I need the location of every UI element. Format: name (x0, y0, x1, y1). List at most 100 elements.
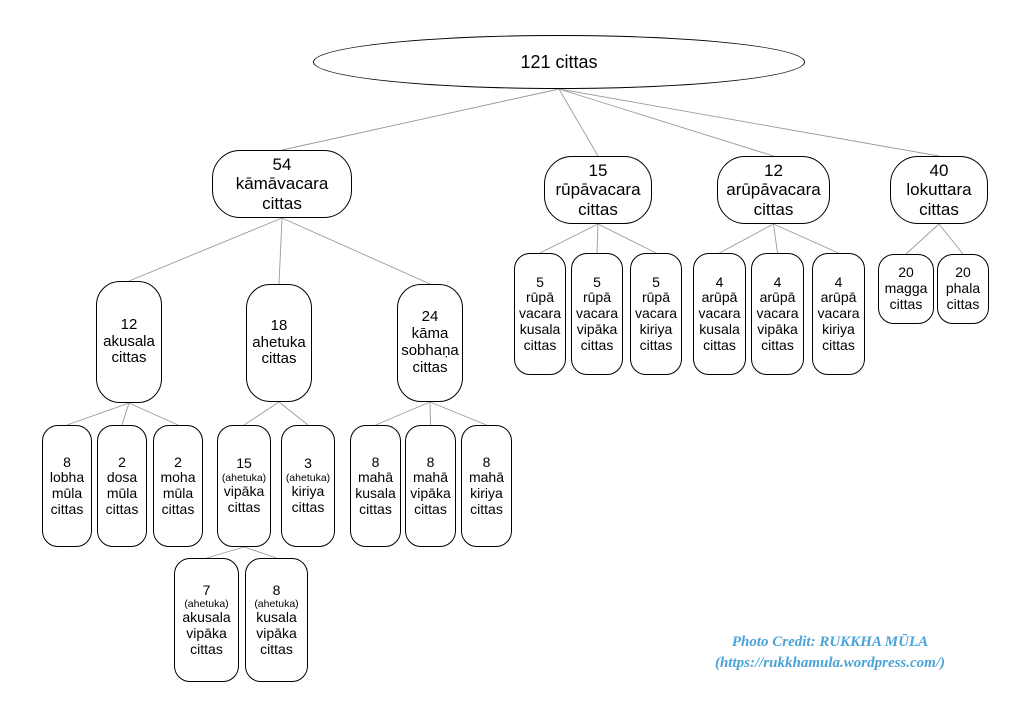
node-kama-line: cittas (262, 193, 302, 213)
node-moha-line: cittas (161, 500, 195, 517)
node-kuvip-line: cittas (260, 640, 293, 657)
node-rkus-line: vacara (518, 305, 562, 322)
connector-sobh-mkir (429, 401, 487, 426)
node-mkus-line: kusala (355, 485, 396, 501)
node-rvip-line: vipāka (576, 320, 618, 337)
node-akvip-line: cittas (190, 640, 223, 657)
connector-root-rupa (558, 88, 599, 157)
node-avip-line: cittas (761, 336, 794, 353)
node-dosa-line: cittas (105, 500, 139, 517)
connector-sobh-mvip (429, 401, 431, 426)
node-mvip-line: cittas (414, 500, 447, 517)
node-ahkir-line: 3 (304, 455, 312, 472)
node-moha-line: 2 (174, 453, 182, 470)
node-rkus-line: 5 (536, 273, 544, 290)
connector-akus-lobha (66, 402, 130, 426)
node-mkir-line: cittas (470, 500, 503, 517)
node-mvip-line: vipāka (410, 485, 451, 501)
node-avip-line: arūpā (759, 289, 796, 306)
node-kama-line: 54 (272, 155, 292, 175)
node-phala-line: cittas (946, 295, 980, 312)
node-ahkir-line: kiriya (291, 483, 325, 500)
node-ahet-line: 18 (270, 316, 288, 334)
node-ahvip-line: vipāka (223, 483, 265, 500)
node-rkir-line: kiriya (639, 320, 673, 337)
node-akus2-line: cittas (703, 336, 736, 353)
node-akir-line: cittas (822, 336, 855, 353)
node-mkus-line: cittas (359, 500, 392, 517)
node-akvip-line: vipāka (186, 625, 227, 642)
node-akus-line: cittas (111, 349, 147, 367)
node-akus2-line: arūpā (701, 289, 738, 306)
connector-arupa-akir (773, 223, 839, 254)
node-rkir-line: rūpā (641, 289, 671, 306)
photo-credit-url: (https://rukkhamula.wordpress.com/) (714, 655, 946, 671)
node-kuvip-line: vipāka (256, 625, 297, 642)
connector-ahet-ahkir (278, 401, 309, 426)
node-phala-line: 20 (955, 264, 971, 281)
node-rkus-line: kusala (519, 320, 561, 337)
node-kuvip-line: 8 (272, 581, 281, 598)
node-sobh-line: 24 (421, 308, 439, 326)
node-mvip-line: mahā (412, 469, 449, 486)
node-dosa-line: dosa (106, 469, 138, 486)
node-akvip-line: (ahetuka) (184, 598, 229, 611)
photo-credit: Photo Credit: RUKKHA MŪLA (https://rukkh… (660, 632, 1000, 674)
node-magga-line: 20 (898, 264, 914, 281)
node-rkir-line: 5 (652, 273, 660, 290)
node-akus2-line: kusala (699, 320, 740, 337)
connector-ahvip-akvip (206, 546, 245, 559)
node-lobha-line: mūla (51, 485, 83, 501)
node-rupa-line: rūpāvacara (555, 180, 641, 200)
node-akus-line: akusala (103, 332, 155, 350)
connector-ahet-ahvip (243, 401, 280, 426)
node-rkus-line: cittas (523, 336, 557, 353)
connector-rupa-rvip (596, 223, 599, 254)
node-kuvip-line: kusala (256, 609, 297, 626)
node-root: 121 cittas (313, 35, 805, 89)
node-rupa-line: 15 (588, 161, 608, 181)
node-mkir-line: 8 (482, 453, 491, 470)
node-root-line: 121 cittas (520, 51, 598, 72)
connector-root-arupa (558, 88, 774, 157)
node-dosa-line: mūla (106, 485, 138, 501)
connector-arupa-akus2 (719, 223, 774, 254)
node-arupa-line: cittas (753, 199, 794, 219)
connector-rupa-rkir (597, 223, 657, 254)
node-loku-line: 40 (929, 161, 949, 181)
node-akus2-line: vacara (698, 305, 741, 322)
node-akus-line: 12 (120, 315, 138, 333)
node-akir-line: 4 (834, 273, 843, 290)
node-avip-line: vipāka (757, 320, 798, 337)
connector-kama-sobh (281, 217, 431, 285)
node-mvip-line: 8 (426, 453, 435, 470)
node-moha-line: moha (160, 469, 196, 486)
node-ahvip-line: 15 (236, 455, 252, 472)
connector-root-loku (558, 88, 940, 157)
node-mkir-line: kiriya (470, 485, 503, 501)
node-rvip-line: cittas (580, 336, 614, 353)
node-magga-line: magga (884, 280, 928, 297)
connector-akus-moha (128, 402, 179, 426)
node-ahvip-line: (ahetuka) (221, 472, 267, 485)
node-sobh-line: kāma (411, 325, 449, 343)
node-lobha-line: lobha (49, 469, 85, 486)
node-akir-line: arūpā (820, 289, 857, 306)
connector-sobh-mkus (375, 401, 431, 426)
node-lobha-line: 8 (63, 453, 71, 470)
node-rkir-line: cittas (639, 336, 673, 353)
